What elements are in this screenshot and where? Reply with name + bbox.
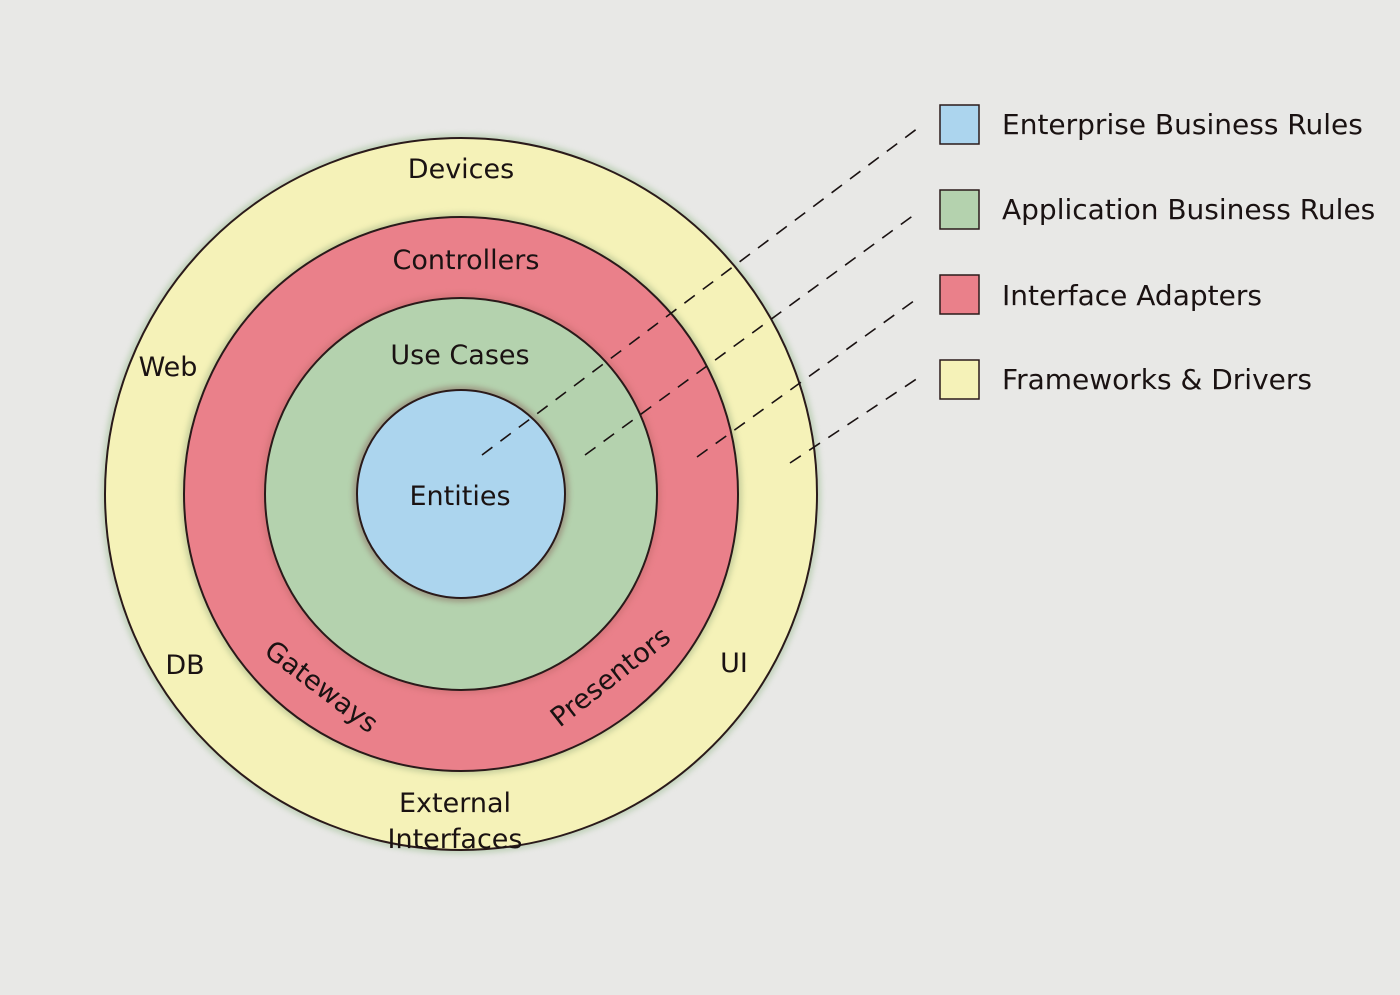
legend-label-frameworks: Frameworks & Drivers: [1002, 363, 1312, 396]
legend: Enterprise Business Rules Application Bu…: [939, 104, 1375, 400]
enterprise-business-rules-ring: [356, 389, 566, 599]
legend-swatch-frameworks: [939, 359, 980, 400]
label-ui: UI: [720, 648, 748, 679]
legend-swatch-enterprise: [939, 104, 980, 145]
label-external-line1: External: [399, 788, 511, 819]
label-external-line2: Interfaces: [388, 824, 523, 855]
legend-swatch-adapters: [939, 274, 980, 315]
legend-label-adapters: Interface Adapters: [1002, 279, 1262, 312]
label-entities: Entities: [409, 481, 510, 512]
label-controllers: Controllers: [393, 245, 540, 276]
legend-item: Interface Adapters: [939, 274, 1262, 315]
legend-label-enterprise: Enterprise Business Rules: [1002, 108, 1363, 141]
legend-item: Enterprise Business Rules: [939, 104, 1363, 145]
legend-swatch-application: [939, 189, 980, 230]
label-use-cases: Use Cases: [390, 340, 529, 371]
legend-item: Frameworks & Drivers: [939, 359, 1312, 400]
legend-item: Application Business Rules: [939, 189, 1375, 230]
rings: [101, 134, 821, 854]
label-web: Web: [139, 352, 198, 383]
legend-label-application: Application Business Rules: [1002, 193, 1375, 226]
label-devices: Devices: [408, 154, 514, 185]
leader-lines: [481, 127, 919, 464]
label-db: DB: [165, 650, 204, 681]
leader-line-frameworks: [789, 377, 919, 464]
